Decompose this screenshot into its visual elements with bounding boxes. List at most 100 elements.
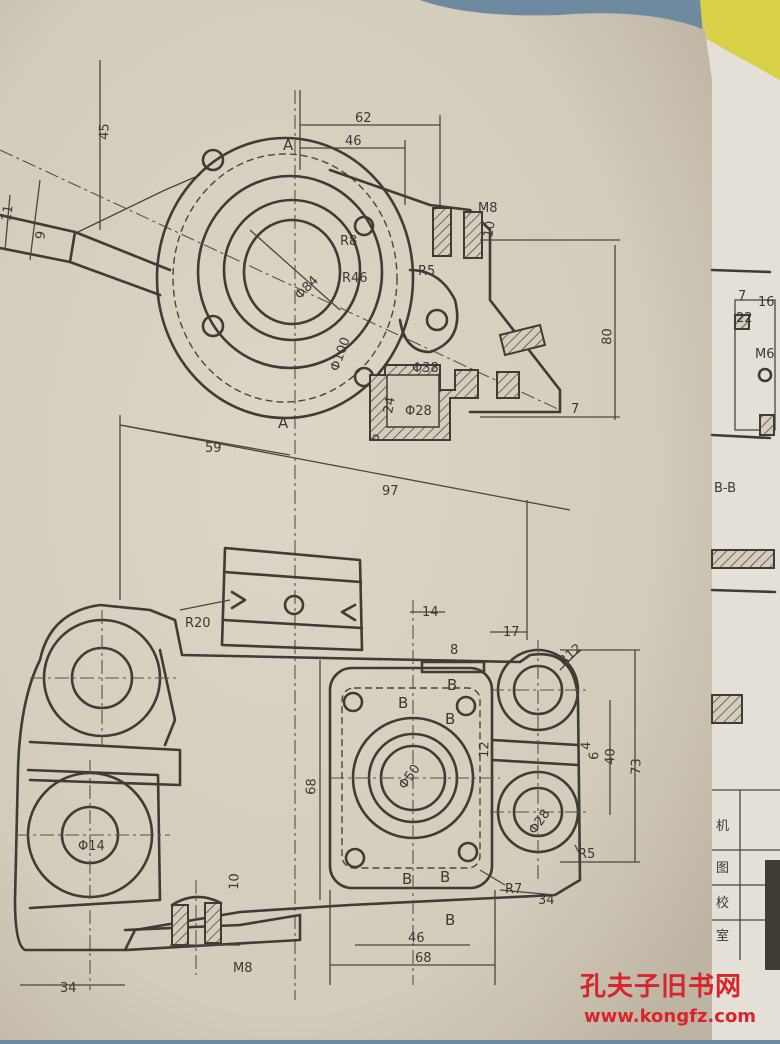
rp-hatch-2 — [759, 414, 775, 436]
rp-hole — [757, 367, 773, 383]
dim-46: 46 — [345, 134, 362, 149]
flange-hidden — [172, 153, 398, 403]
rp-table-2: 图 — [716, 861, 729, 876]
center-bolt-4 — [457, 841, 479, 863]
dim-73: 73 — [629, 758, 645, 775]
top-boss-hole — [283, 594, 305, 616]
dim-line-11 — [4, 194, 11, 251]
rp-dim-16: 16 — [758, 295, 775, 310]
leader-r12 — [559, 649, 581, 671]
watermark-cn: 孔夫子旧书网 — [580, 972, 742, 1002]
rp-dim-m6: M6 — [755, 347, 775, 362]
dim-phi14: Φ14 — [78, 839, 105, 854]
dim-45: 45 — [97, 123, 113, 140]
hatch-foot — [496, 371, 520, 399]
dim-80: 80 — [600, 328, 616, 345]
rib-line — [77, 174, 201, 233]
right-web-1 — [490, 738, 580, 747]
flange-ring — [196, 174, 384, 370]
left-web — [28, 740, 182, 787]
paper-sheet — [0, 0, 712, 1040]
dim-46-bottom: 46 — [408, 931, 425, 946]
section-label-a-bottom: A — [278, 414, 289, 432]
center-bolt-3 — [344, 847, 366, 869]
center-top-lip — [420, 660, 486, 674]
dim-r7: R7 — [505, 882, 522, 897]
right-web-2 — [490, 758, 580, 767]
dim-line-9 — [29, 179, 41, 261]
bore-leader — [249, 229, 341, 311]
dim-7: 7 — [571, 402, 579, 417]
rp-dark-bar — [765, 860, 780, 970]
dim-10-front: 10 — [227, 873, 243, 890]
dim-59: 59 — [205, 441, 222, 456]
second-sheet — [690, 30, 780, 1040]
rp-frame — [734, 299, 776, 431]
side-lug — [398, 268, 459, 354]
bolt-hole-3 — [353, 215, 375, 237]
section-b-1: B — [447, 676, 457, 694]
hatch-upper-1 — [432, 207, 452, 257]
m8-hole-top — [170, 895, 223, 907]
dim-phi38: Φ38 — [412, 361, 439, 376]
m8-hatch-right — [204, 902, 222, 944]
center-bolt-2 — [455, 695, 477, 717]
rp-section-hatch — [711, 549, 775, 569]
hatch-upper-2 — [463, 211, 483, 259]
section-b-5: B — [440, 868, 450, 886]
bottom-foot — [123, 913, 302, 952]
dim-m8: M8 — [478, 201, 498, 216]
m8-hatch-left — [171, 904, 189, 946]
top-boss-block — [220, 546, 364, 652]
section-b-3: B — [445, 710, 455, 728]
left-bottom-frame — [26, 768, 162, 910]
dim-r20: R20 — [185, 616, 211, 631]
dim-m8-front: M8 — [233, 961, 253, 976]
flange-outer — [155, 136, 415, 420]
section-b-6: B — [445, 911, 455, 929]
dim-68-bottom: 68 — [415, 951, 432, 966]
dim-12: 12 — [477, 741, 493, 758]
watermark-url: www.kongfz.com — [584, 1006, 756, 1027]
section-b-2: B — [398, 694, 408, 712]
dim-r46: R46 — [342, 271, 368, 286]
dim-11: 11 — [0, 204, 17, 223]
rp-dim-7: 7 — [738, 289, 746, 304]
dim-8: 8 — [450, 643, 458, 658]
rp-table-3: 校 — [716, 895, 729, 911]
dim-34-bottom: 34 — [60, 981, 77, 996]
lower-boss-bore — [386, 374, 440, 428]
rp-hatch-3 — [711, 694, 743, 724]
dim-r5-front: R5 — [578, 847, 595, 862]
dim-r8: R8 — [340, 234, 357, 249]
top-boss-line-2 — [221, 618, 364, 630]
dim-10: 10 — [481, 220, 499, 239]
boss-ring — [222, 198, 362, 342]
front-view: 59 97 R20 14 8 17 R12 68 12 4 6 40 73 Φ5… — [13, 441, 645, 996]
rp-label-bb: B-B — [714, 481, 736, 496]
leader-r7 — [479, 869, 506, 886]
dim-5: 5 — [367, 432, 383, 443]
lug-hole — [425, 308, 449, 332]
dim-9: 9 — [33, 230, 49, 241]
bore — [242, 218, 342, 326]
top-boss-line-1 — [222, 570, 363, 584]
dim-62: 62 — [355, 111, 372, 126]
dim-24: 24 — [381, 396, 399, 415]
rp-table-4: 室 — [716, 928, 729, 944]
bolt-hole-2 — [201, 314, 225, 338]
rp-line-2 — [710, 588, 777, 594]
dim-line-97 — [119, 424, 571, 511]
center-bolt-1 — [342, 691, 364, 713]
dim-6: 6 — [587, 751, 602, 760]
rp-dim-22: 22 — [736, 311, 753, 326]
dim-line-34r — [499, 889, 556, 896]
dim-line-59 — [119, 424, 291, 456]
dim-97: 97 — [382, 484, 399, 499]
leader-r5 — [574, 844, 581, 856]
main-body-outline — [13, 603, 582, 952]
bolt-hole-1 — [201, 148, 225, 172]
dim-r5: R5 — [418, 264, 435, 279]
